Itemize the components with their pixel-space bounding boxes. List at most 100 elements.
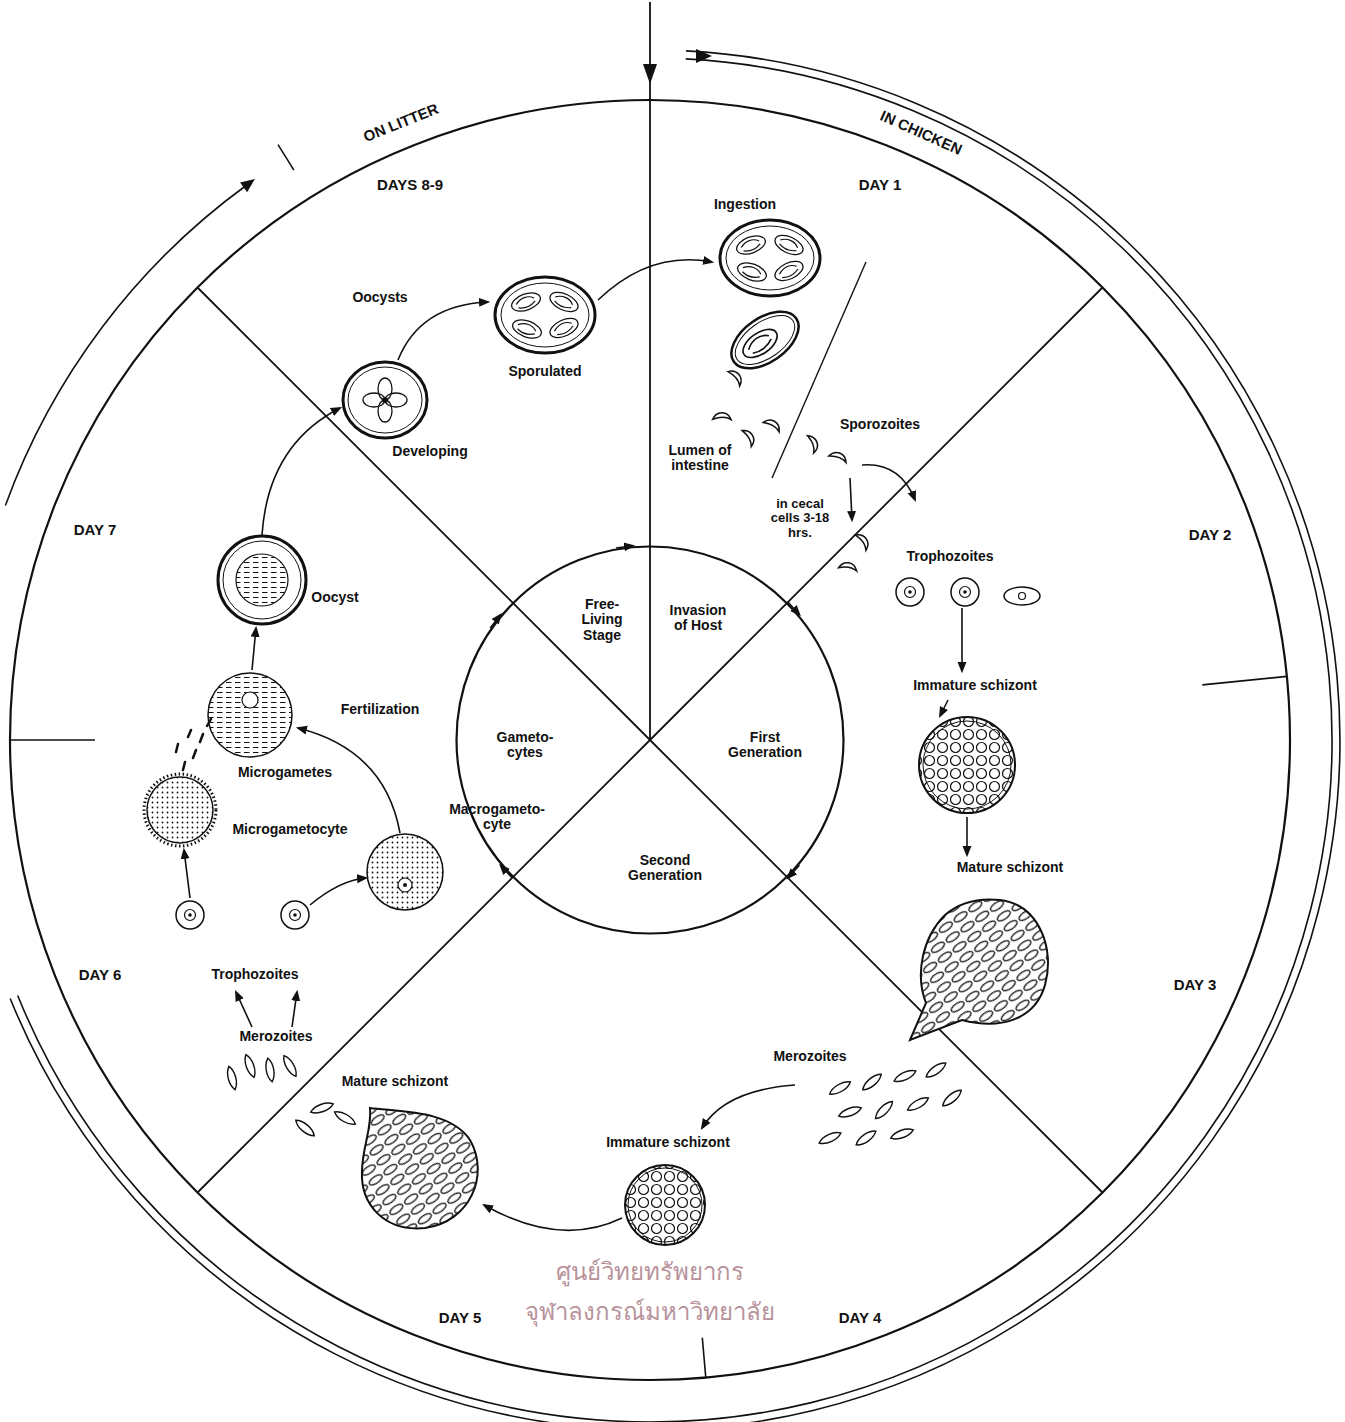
sporozoite: [802, 435, 821, 454]
stage-label: Microgametes: [236, 765, 334, 780]
fertilization-nucleus: [242, 692, 258, 708]
mature-schizont-ground: [910, 900, 1048, 1040]
merozoite: [924, 1060, 948, 1080]
zygote: [236, 554, 288, 606]
merozoite: [906, 1095, 931, 1113]
arc-arrow-head: [240, 179, 255, 192]
merozoite: [293, 1117, 316, 1138]
stage-label: Ingestion: [712, 197, 778, 212]
merozoite: [242, 1053, 257, 1078]
macrogametocyte-nucleus: [398, 878, 412, 892]
mature-schizont-ground: [362, 1108, 478, 1228]
sporocyst: [738, 324, 782, 363]
immature-schizont: [919, 717, 1015, 813]
sporozoite: [763, 419, 780, 435]
stage-label: Sporulated: [506, 364, 583, 379]
trophozoite-wall: [1004, 587, 1040, 605]
day-label: DAY 4: [837, 1310, 884, 1327]
sector-line: [649, 2, 651, 740]
merozoite: [225, 1065, 238, 1090]
oocyst-wall: [721, 300, 808, 380]
stage-arrow: [310, 878, 366, 905]
trophozoite: [281, 901, 309, 929]
cycle-arrow: [788, 865, 800, 878]
merozoite: [893, 1068, 918, 1085]
cycle-arrow: [490, 615, 500, 628]
sporozoite: [828, 450, 846, 467]
sporoblast-lobe: [378, 400, 392, 422]
stage-name: Second Generation: [627, 853, 703, 884]
merozoite: [889, 1126, 914, 1141]
arc-tick: [278, 145, 294, 170]
trophozoite: [1004, 587, 1040, 605]
developing-oocyst: [343, 362, 427, 438]
oocyst-wall: [343, 362, 427, 438]
ingested-oocyst: [720, 220, 820, 296]
merozoite: [333, 1109, 358, 1127]
stage-label: Lumen of intestine: [658, 443, 742, 474]
stage-arrow: [252, 628, 256, 670]
mature-schizont: [362, 1108, 478, 1228]
sporoblast-lobe: [385, 393, 407, 407]
stage-label: Sporozoites: [838, 417, 922, 432]
stage-label: Mature schizont: [955, 860, 1066, 875]
stage-arrow: [862, 465, 915, 500]
sporozoite: [726, 370, 743, 386]
merozoite: [837, 1104, 862, 1119]
stage-arrow: [961, 608, 963, 671]
stage-arrow: [850, 478, 852, 520]
immature-schizont: [625, 1165, 705, 1245]
sporoblast-lobe: [363, 393, 385, 407]
day-label: DAY 6: [77, 967, 124, 984]
stage-label: Fertilization: [339, 702, 422, 717]
oocyst-inner-wall: [727, 306, 803, 374]
day-tick: [702, 1338, 706, 1378]
stage-label: Microgametocyte: [230, 822, 349, 837]
stage-label: Merozoites: [771, 1049, 848, 1064]
stage-circle: Free- Living StageInvasion of HostFirst …: [455, 545, 845, 935]
in-chicken-arc: [18, 59, 1332, 1422]
stage-arrow: [398, 302, 488, 360]
merozoite: [854, 1128, 878, 1148]
stage-arrow: [598, 260, 712, 300]
day-label: DAYS 8-9: [375, 177, 445, 194]
stage-label: Immature schizont: [911, 678, 1039, 693]
day-tick: [10, 739, 95, 741]
merozoite: [860, 1071, 883, 1092]
macrogametocyte: [367, 834, 443, 910]
cycle-arrow: [788, 602, 800, 615]
merozoite: [828, 1079, 853, 1097]
day-tick: [1202, 676, 1287, 685]
watermark-text: จุฬาลงกรณ์มหาวิทยาลัย: [523, 1299, 777, 1325]
unsporulated-oocyst: [218, 536, 306, 624]
microgametocyte: [147, 777, 213, 843]
schizont-inner-wall: [628, 1168, 702, 1242]
cycle-arrow: [501, 865, 512, 878]
trophozoite: [896, 578, 924, 606]
stage-arrow: [484, 1205, 622, 1230]
stage-arrow: [702, 1085, 795, 1128]
stage-arrow: [940, 700, 948, 716]
stage-name: Gameto- cytes: [496, 730, 555, 761]
stage-label: Immature schizont: [604, 1135, 732, 1150]
stage-label: Trophozoites: [904, 549, 995, 564]
arc-arrow-head: [696, 49, 712, 63]
sporulated-oocyst: [495, 277, 595, 353]
merozoite: [873, 1099, 895, 1121]
mature-schizont: [910, 900, 1048, 1040]
trophozoite-nucleus: [1019, 593, 1026, 600]
oocyst-wall: [218, 536, 306, 624]
stage-arrow: [966, 817, 968, 855]
stage-circle-outline: [457, 547, 844, 934]
stage-arrow: [292, 992, 297, 1027]
microgametocyte-fringe: [144, 774, 216, 846]
fertilized-macrogamete: [208, 673, 292, 757]
day-label: DAY 3: [1172, 977, 1219, 994]
stage-arrow: [262, 408, 340, 535]
sector-line: [650, 740, 1103, 1193]
sporozoite: [838, 559, 857, 578]
stage-label: Developing: [390, 444, 469, 459]
